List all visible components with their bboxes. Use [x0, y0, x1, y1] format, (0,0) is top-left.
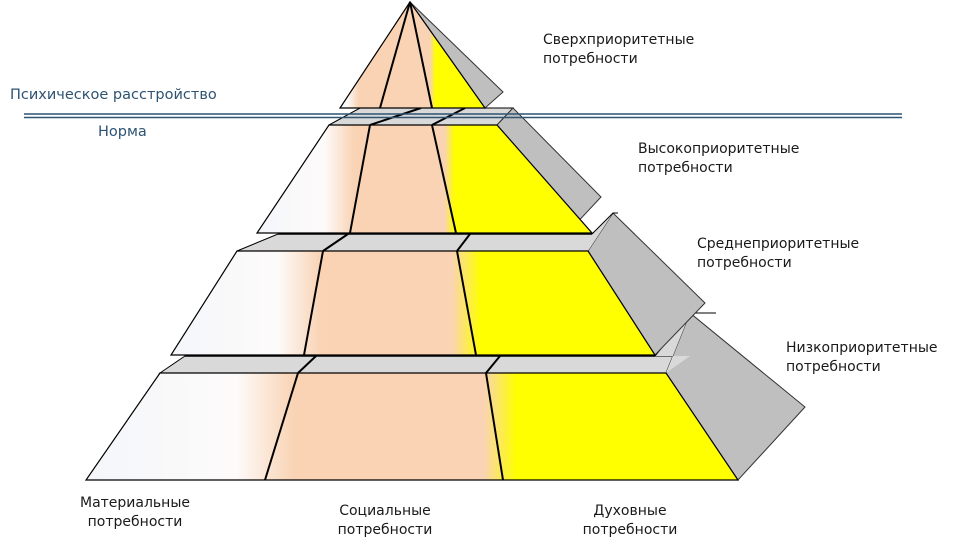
tier-high-divider-2: [431, 124, 457, 234]
tier-medium-face: [169, 250, 657, 356]
tier-super-divider-2: [409, 1, 433, 109]
tier-label-medium: Среднеприоритетные потребности: [697, 236, 860, 271]
column-label-spiritual: Духовные потребности: [582, 503, 678, 538]
tier-medium: [169, 212, 706, 356]
tier-super-face: [338, 0, 487, 109]
tier-medium-side-top: [591, 212, 618, 235]
tier-high-face: [255, 124, 594, 234]
tier-high-shelf-divider-1: [369, 107, 422, 126]
tier-medium-shelf: [236, 233, 614, 252]
tier-medium-divider-1: [303, 250, 324, 356]
tier-low-face: [84, 372, 740, 481]
tier-label-super: Сверхприоритетные потребности: [543, 32, 695, 67]
tier-super-divider-1: [379, 1, 411, 109]
column-label-social: Социальные потребности: [337, 503, 433, 538]
tier-low-divider-2: [485, 372, 504, 481]
tier-high-shelf: [328, 107, 515, 126]
tier-low-divider-1: [264, 372, 299, 481]
tier-medium-shelf-right: [588, 213, 613, 251]
tier-label-high: Высокоприоритетные потребности: [638, 141, 800, 176]
tier-high-shelf-divider-2: [431, 107, 466, 126]
tier-medium-shelf-divider-2: [456, 233, 471, 252]
disorder-label: Психическое расстройство: [10, 87, 217, 103]
column-label-material: Материальные потребности: [79, 495, 190, 530]
tier-high-divider-1: [349, 124, 371, 234]
norm-label: Норма: [98, 124, 147, 140]
tier-label-low: Низкоприоритетные потребности: [786, 340, 938, 375]
tier-low-shelf-divider-2: [485, 355, 501, 374]
tier-high: [255, 107, 602, 234]
tier-super: [338, 0, 504, 109]
tier-medium-divider-2: [456, 250, 477, 356]
boundary-line: [24, 113, 902, 119]
tier-low-shelf: [158, 355, 692, 374]
tier-medium-shelf-divider-1: [322, 233, 349, 252]
tier-low-shelf-divider-1: [297, 355, 317, 374]
